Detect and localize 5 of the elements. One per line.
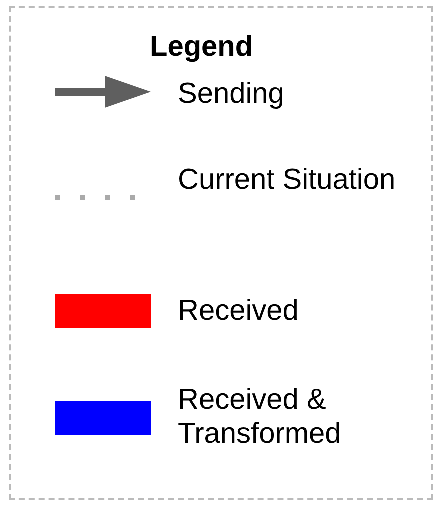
legend-label: Current Situation	[178, 163, 397, 197]
legend-title: Legend	[150, 30, 254, 64]
legend-label: Received	[178, 294, 300, 328]
legend-label: Sending	[178, 77, 286, 111]
legend-label: Received & Transformed	[178, 383, 342, 451]
